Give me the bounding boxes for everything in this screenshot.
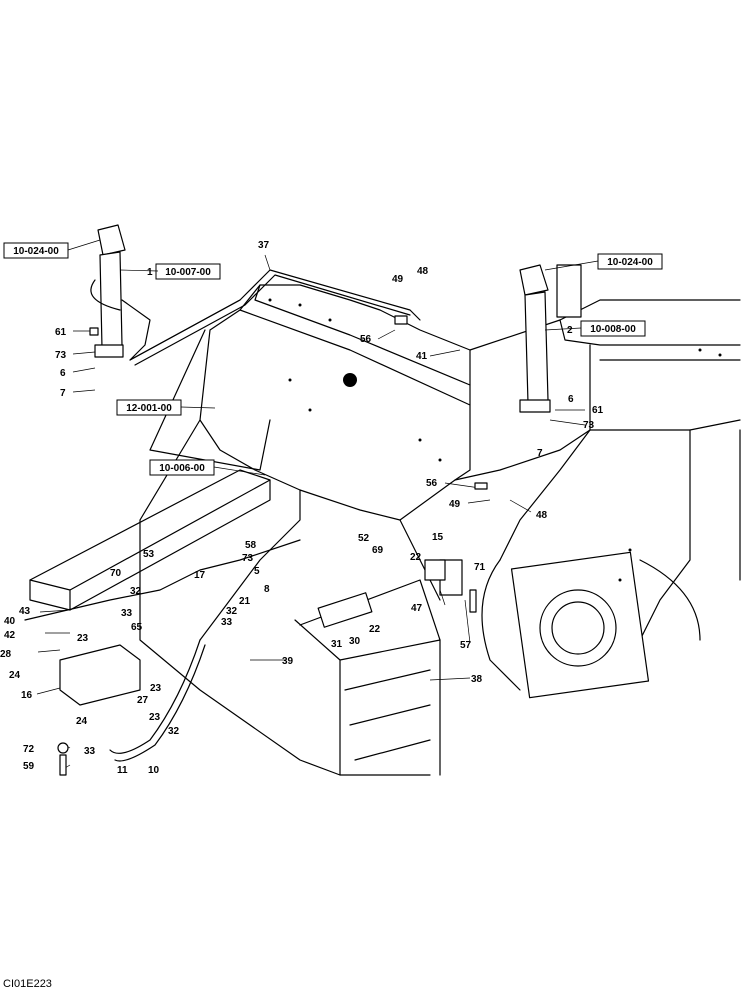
callout-7: 7 [60,388,66,399]
callout-61b: 61 [592,405,604,416]
callout-17: 17 [194,570,206,581]
callout-73b: 73 [583,420,595,431]
callout-24a: 24 [9,670,21,681]
callout-42: 42 [4,630,16,641]
callout-43: 43 [19,606,31,617]
chassis-frame [24,224,741,776]
callout-30: 30 [349,636,361,647]
ref-box-3: 10-008-00 [580,320,646,337]
callout-37: 37 [258,240,270,251]
callout-32b: 32 [226,606,238,617]
callout-7b: 7 [537,448,543,459]
callout-72: 72 [23,744,35,755]
ref-box-4: 12-001-00 [116,399,182,416]
callout-49: 49 [392,274,404,285]
ref-box-0-text: 10-024-00 [13,246,59,257]
callout-22b: 22 [369,624,381,635]
callout-39: 39 [282,656,294,667]
callout-65: 65 [131,622,143,633]
callout-11: 11 [117,765,128,776]
callout-33a: 33 [121,608,133,619]
callout-5: 5 [254,566,260,577]
callout-27: 27 [137,695,149,706]
callout-53: 53 [143,549,155,560]
callout-labels: 37 1 49 48 2 61 73 6 7 56 41 6 61 73 7 5… [0,240,604,776]
callout-71: 71 [474,562,486,573]
callout-56b: 56 [426,478,438,489]
callout-32a: 32 [130,586,142,597]
callout-6: 6 [60,368,66,379]
callout-15: 15 [432,532,444,543]
drawing-code: CI01E223 [3,978,52,990]
callout-6b: 6 [568,394,574,405]
callout-33c: 33 [84,746,96,757]
callout-52: 52 [358,533,370,544]
callout-21: 21 [239,596,251,607]
callout-56: 56 [360,334,372,345]
callout-41: 41 [416,351,428,362]
callout-2: 2 [567,325,573,336]
ref-box-5-text: 10-006-00 [159,463,205,474]
callout-49b: 49 [449,499,461,510]
callout-57: 57 [460,640,472,651]
callout-28: 28 [0,649,12,660]
callout-61: 61 [55,327,67,338]
bolt-symbols [57,315,488,776]
ref-box-5: 10-006-00 [149,459,215,476]
callout-31: 31 [331,639,343,650]
callout-33b: 33 [221,617,233,628]
ref-box-4-text: 12-001-00 [126,403,172,414]
callout-38: 38 [471,674,483,685]
callout-48: 48 [417,266,429,277]
callout-48b: 48 [536,510,548,521]
callout-23b: 23 [150,683,162,694]
ref-box-1: 10-007-00 [155,263,221,280]
callout-73: 73 [55,350,67,361]
callout-8: 8 [264,584,270,595]
ref-box-2-text: 10-024-00 [607,257,653,268]
leader-lines [36,239,599,769]
ref-box-2: 10-024-00 [597,253,663,270]
callout-24b: 24 [76,716,88,727]
callout-69: 69 [372,545,384,556]
callout-16: 16 [21,690,33,701]
callout-10: 10 [148,765,160,776]
ref-box-0: 10-024-00 [3,242,69,259]
callout-23a: 23 [77,633,89,644]
callout-40: 40 [4,616,16,627]
callout-32c: 32 [168,726,180,737]
callout-23c: 23 [149,712,161,723]
callout-73c: 73 [242,553,254,564]
callout-70: 70 [110,568,122,579]
callout-58: 58 [245,540,257,551]
callout-59: 59 [23,761,35,772]
ref-box-1-text: 10-007-00 [165,267,211,278]
ref-box-3-text: 10-008-00 [590,324,636,335]
callout-22: 22 [410,552,422,563]
callout-47: 47 [411,603,423,614]
callout-1: 1 [147,267,153,278]
